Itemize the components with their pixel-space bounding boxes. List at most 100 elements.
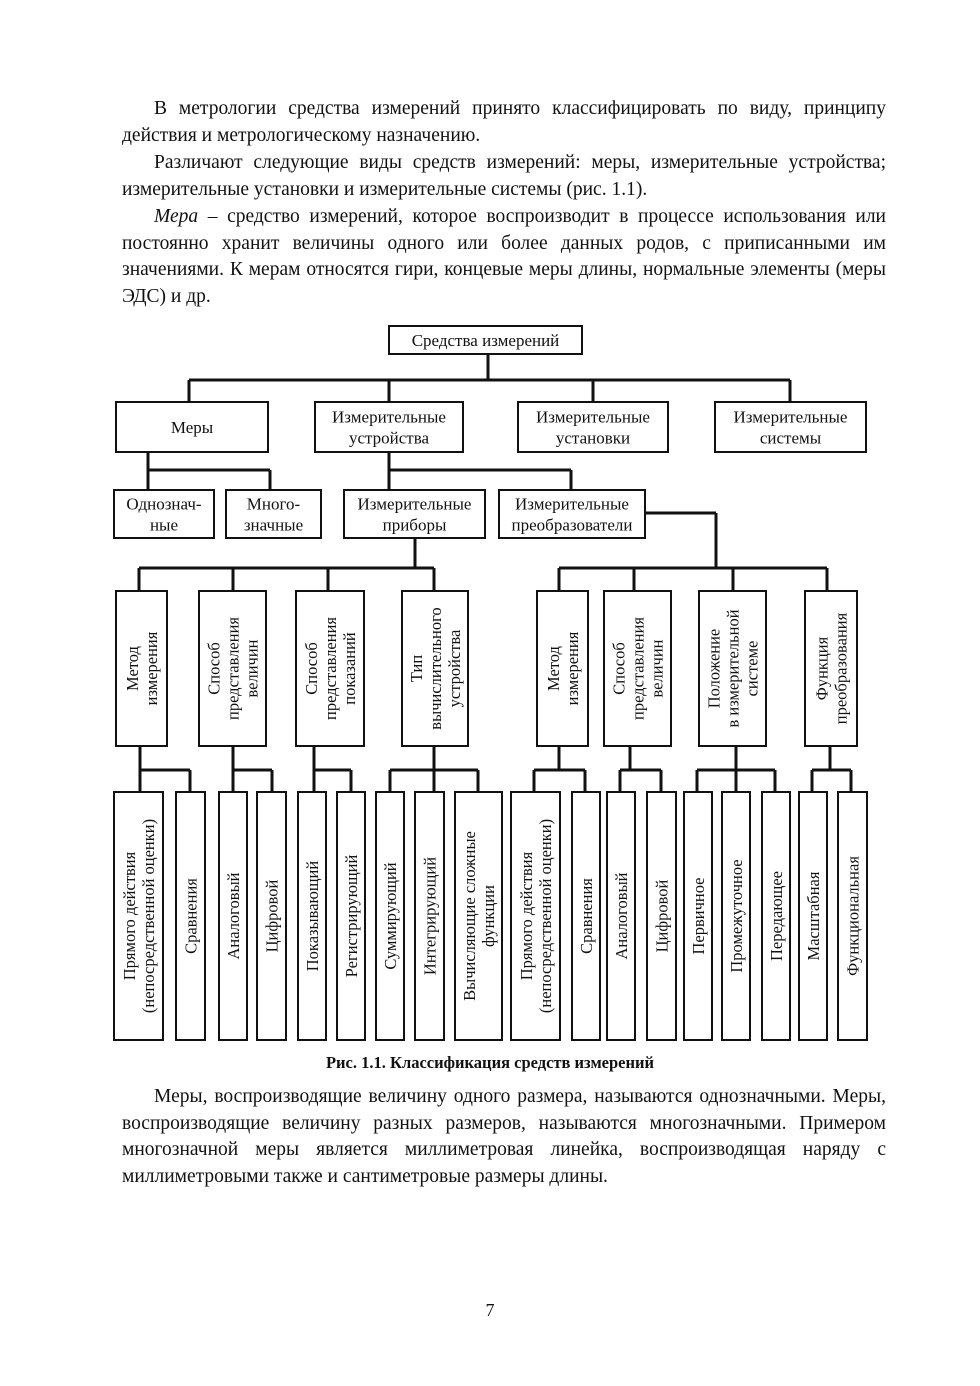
measures-box-label: Меры — [171, 418, 214, 437]
paragraph-3: Мера – средство измерений, которое воспр… — [122, 206, 886, 307]
leaf-digital: Цифровой — [256, 791, 287, 1041]
instr-compute-criterion-label: Тип — [407, 655, 426, 682]
leaf-digital: Цифровой — [646, 791, 677, 1041]
leaf-scale-label: Масштабная — [804, 871, 823, 960]
leaf-comparison-label: Сравнения — [182, 878, 201, 954]
instr-repr-criterion-label: Способ — [205, 642, 224, 694]
multi-valued-box-label: Много- — [247, 495, 301, 514]
instr-compute-criterion-label: устройства — [445, 629, 464, 707]
leaf-integrating: Интегрирующий — [414, 791, 445, 1041]
leaf-direct-action: Прямого действия(непосредственной оценки… — [510, 791, 561, 1041]
connector-lines — [137, 354, 853, 792]
installations-box-label: установки — [556, 429, 630, 448]
leaf-functional-label: Функциональная — [844, 856, 863, 976]
multi-valued-box: Много-значные — [225, 489, 322, 539]
tr-repr-criterion-label: величин — [648, 639, 667, 697]
root-box: Средства измерений — [388, 325, 583, 355]
leaf-comparison-label: Сравнения — [577, 878, 596, 954]
tr-position-criterion-label: системе — [743, 641, 762, 697]
leaf-indicating: Показывающий — [297, 791, 327, 1041]
transducers-box-label: Измерительные — [515, 495, 629, 514]
instr-method-criterion-label: измерения — [142, 631, 161, 705]
leaf-complex-functions-label: функции — [479, 885, 498, 947]
leaf-digital-label: Цифровой — [653, 879, 672, 952]
leaf-transmitting: Передающее — [761, 791, 791, 1041]
transducers-box-label: преобразователи — [512, 516, 633, 535]
leaf-recording-label: Регистрирующий — [342, 854, 361, 977]
devices-box-label: Измерительные — [332, 408, 446, 427]
leaf-primary-label: Первичное — [689, 877, 708, 954]
measures-box: Меры — [115, 401, 269, 453]
leaf-direct-action-label: (непосредственной оценки) — [139, 819, 158, 1013]
leaf-summing-label: Суммирующий — [381, 862, 400, 969]
leaf-analog: Аналоговый — [218, 791, 248, 1041]
installations-box-label: Измерительные — [536, 408, 650, 427]
leaf-functional: Функциональная — [837, 791, 868, 1041]
leaf-direct-action-label: (непосредственной оценки) — [536, 819, 555, 1013]
instr-display-criterion-label: Способ — [302, 642, 321, 694]
leaf-comparison: Сравнения — [571, 791, 601, 1041]
diagram-boxes: Средства измеренийМерыИзмерительныеустро… — [113, 325, 868, 1041]
leaf-recording: Регистрирующий — [336, 791, 366, 1041]
instr-repr-criterion-label: величин — [243, 639, 262, 697]
tr-function-criterion-label: преобразования — [832, 612, 851, 724]
leaf-intermediate-label: Промежуточное — [727, 859, 746, 972]
instr-display-criterion-label: представления — [321, 617, 340, 720]
instr-repr-criterion-label: представления — [224, 617, 243, 720]
leaf-summing: Суммирующий — [375, 791, 405, 1041]
instr-display-criterion-label: показаний — [340, 632, 359, 705]
systems-box: Измерительные системы — [714, 401, 867, 453]
page-number: 7 — [485, 1300, 495, 1320]
leaf-analog-label: Аналоговый — [224, 872, 243, 959]
leaf-comparison: Сравнения — [175, 791, 206, 1041]
instr-method-criterion-label: Метод — [123, 645, 142, 691]
instr-compute-criterion-label: вычислительного — [426, 607, 445, 729]
tr-position-criterion-label: Положение — [705, 629, 724, 709]
leaf-direct-action-label: Прямого действия — [517, 851, 536, 980]
paragraph-2: Различают следующие виды средств измерен… — [122, 152, 886, 200]
leaf-indicating-label: Показывающий — [303, 861, 322, 972]
single-valued-box: Однознач-ные — [113, 489, 215, 539]
leaf-transmitting-label: Передающее — [767, 871, 786, 961]
paragraph-4: Меры, воспроизводящие величину одного ра… — [122, 1086, 886, 1187]
paragraph-1: В метрологии средства измерений принято … — [122, 98, 886, 146]
tr-method-criterion-label: Метод — [544, 645, 563, 691]
multi-valued-box-label: значные — [244, 516, 303, 535]
instruments-box: Измерительные приборы — [343, 489, 486, 539]
leaf-direct-action: Прямого действия(непосредственной оценки… — [113, 791, 164, 1041]
tr-position-criterion-label: в измерительной — [724, 609, 743, 727]
leaf-digital-label: Цифровой — [263, 879, 282, 952]
leaf-direct-action-label: Прямого действия — [120, 851, 139, 980]
systems-box-label: системы — [760, 429, 822, 448]
tr-repr-criterion-label: представления — [629, 617, 648, 720]
leaf-analog-label: Аналоговый — [612, 872, 631, 959]
root-box-label: Средства измерений — [412, 331, 560, 350]
single-valued-box-label: ные — [150, 516, 178, 535]
installations-box: Измерительные установки — [517, 401, 669, 453]
leaf-integrating-label: Интегрирующий — [421, 857, 440, 975]
leaf-intermediate: Промежуточное — [721, 791, 751, 1041]
leaf-scale: Масштабная — [798, 791, 828, 1041]
systems-box-label: Измерительные — [734, 408, 848, 427]
term-mera: Мера — [154, 206, 199, 227]
leaf-primary: Первичное — [683, 791, 713, 1041]
figure-caption: Рис. 1.1. Классификация средств измерени… — [325, 1053, 655, 1072]
leaf-complex-functions-label: Вычисляющие сложные — [460, 831, 479, 1001]
tr-method-criterion-label: измерения — [563, 631, 582, 705]
leaf-analog: Аналоговый — [606, 791, 636, 1041]
instruments-box-label: Измерительные — [358, 495, 472, 514]
tr-repr-criterion-label: Способ — [610, 642, 629, 694]
single-valued-box-label: Однознач- — [126, 495, 202, 514]
instruments-box-label: приборы — [383, 516, 447, 535]
